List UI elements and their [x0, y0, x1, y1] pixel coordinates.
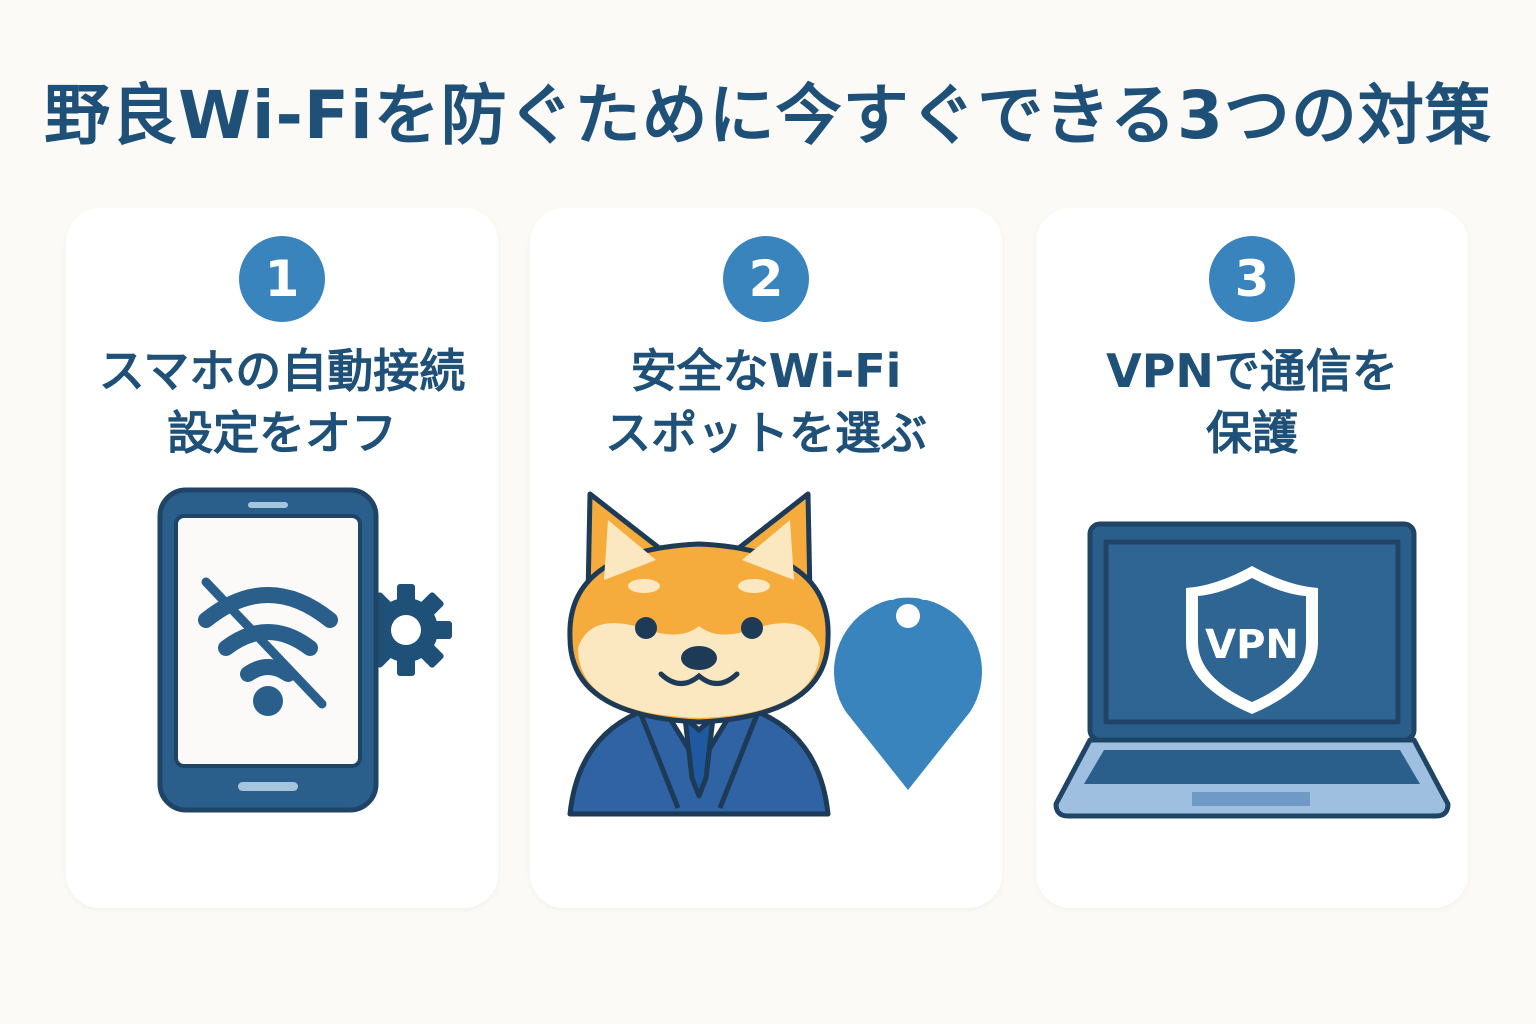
step-title: 安全なWi-Fi スポットを選ぶ — [530, 340, 1002, 464]
step-card-1: 1 スマホの自動接続 設定をオフ — [66, 208, 498, 908]
step-title-line: スマホの自動接続 — [98, 344, 466, 398]
wifi-off-icon — [198, 587, 338, 682]
step-title-line: VPNで通信を — [1106, 344, 1398, 398]
step-number-badge: 2 — [723, 236, 809, 322]
wifi-location-pin-icon — [834, 522, 982, 790]
step-title-line: 保護 — [1206, 406, 1298, 460]
step-title-line: 安全なWi-Fi — [630, 344, 902, 398]
step-card-3: 3 VPNで通信を 保護 VPN — [1036, 208, 1468, 908]
shiba-dog-illustration — [567, 491, 982, 817]
step-card-2: 2 安全なWi-Fi スポットを選ぶ — [530, 208, 1002, 908]
step-title: スマホの自動接続 設定をオフ — [66, 340, 498, 464]
step-title-line: 設定をオフ — [167, 406, 397, 460]
page-title: 野良Wi-Fiを防ぐために今すぐできる3つの対策 — [44, 77, 1492, 154]
smartphone-wifi-off-icon — [157, 487, 452, 813]
vpn-shield-label: VPN — [1205, 622, 1299, 668]
step-number-badge: 3 — [1209, 236, 1295, 322]
step-title-line: スポットを選ぶ — [605, 406, 927, 460]
shield-icon — [1186, 566, 1318, 714]
step-title: VPNで通信を 保護 — [1036, 340, 1468, 464]
step-number-badge: 1 — [239, 236, 325, 322]
laptop-icon: VPN — [1053, 521, 1451, 819]
